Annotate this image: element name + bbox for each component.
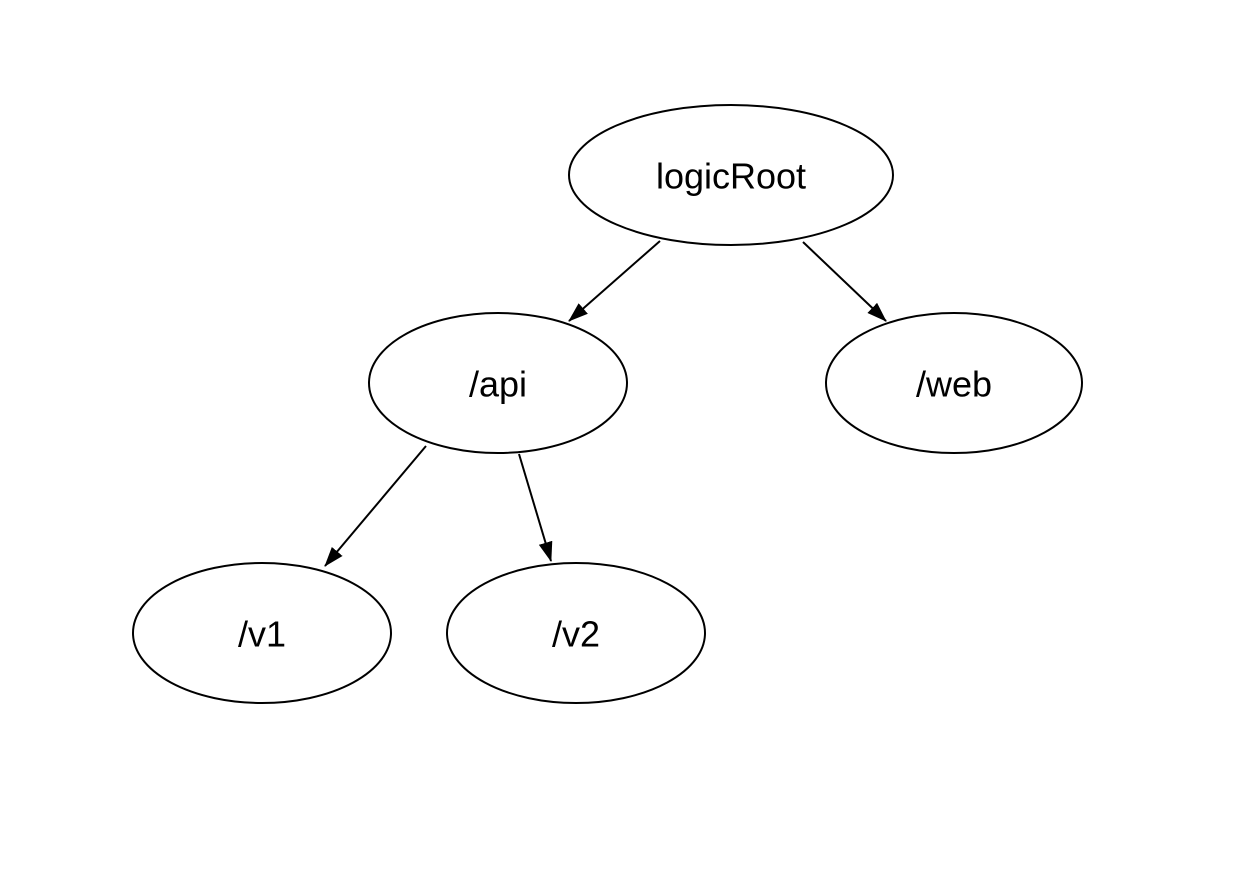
node-label: /web	[916, 364, 992, 405]
node-label: /v2	[552, 614, 600, 655]
node-ellipse	[825, 312, 1083, 454]
node-v2: /v2	[446, 562, 706, 704]
edge-api-v2	[518, 453, 553, 562]
node-label: logicRoot	[656, 156, 806, 197]
node-ellipse	[368, 312, 628, 454]
node-web: /web	[825, 312, 1083, 454]
edges-layer	[324, 240, 887, 567]
node-label: /api	[469, 364, 527, 405]
node-api: /api	[368, 312, 628, 454]
node-logicRoot: logicRoot	[568, 104, 894, 246]
node-ellipse	[568, 104, 894, 246]
node-v1: /v1	[132, 562, 392, 704]
edge-api-v1	[324, 445, 427, 567]
node-label: /v1	[238, 614, 286, 655]
edge-logicRoot-api	[568, 240, 661, 322]
nodes-layer: logicRoot/api/web/v1/v2	[132, 104, 1083, 704]
edge-logicRoot-web	[802, 241, 887, 322]
node-ellipse	[132, 562, 392, 704]
node-ellipse	[446, 562, 706, 704]
